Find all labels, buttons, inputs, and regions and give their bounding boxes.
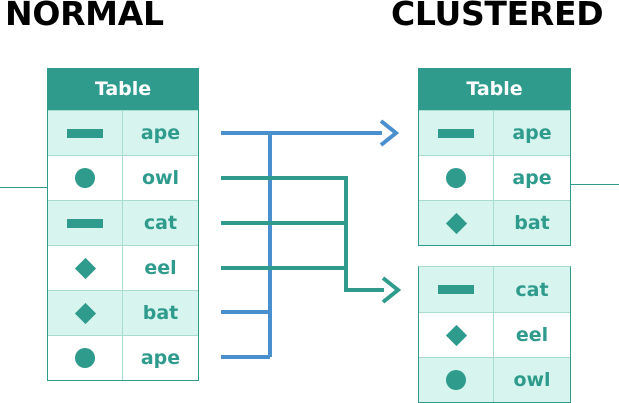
- circle-icon: [48, 156, 123, 200]
- table-row: owl: [48, 155, 198, 200]
- table-row: owl: [419, 357, 570, 402]
- circle-icon: [419, 358, 494, 402]
- bar-icon: [48, 111, 123, 155]
- bar-icon: [419, 111, 494, 155]
- row-label: ape: [140, 122, 181, 144]
- clustered-table-page-1: Table ape ape bat: [418, 68, 571, 246]
- bar-icon: [48, 201, 123, 245]
- row-label: owl: [141, 167, 180, 189]
- clustered-table-page-2: cat eel owl: [418, 266, 571, 403]
- teal-arrow-line: [221, 176, 384, 292]
- bar-icon: [419, 267, 494, 312]
- table-row: cat: [419, 267, 570, 312]
- diamond-icon: [48, 291, 123, 335]
- blue-arrowhead-icon: [379, 119, 400, 147]
- table-row: eel: [48, 245, 198, 290]
- row-label: ape: [512, 122, 552, 144]
- table-row: bat: [48, 290, 198, 335]
- right-connector-line: [571, 184, 619, 185]
- diamond-icon: [48, 246, 123, 290]
- diamond-icon: [419, 201, 494, 245]
- normal-table: Table ape owl cat eel bat ape: [47, 68, 199, 381]
- row-label: eel: [144, 257, 177, 279]
- left-connector-line: [0, 187, 47, 188]
- teal-arrowhead-icon: [381, 276, 402, 304]
- table-row: ape: [419, 110, 570, 155]
- row-label: cat: [515, 278, 549, 301]
- table-row: ape: [419, 155, 570, 200]
- clustered-table-header: Table: [419, 68, 570, 110]
- diamond-icon: [419, 313, 494, 357]
- row-label: bat: [142, 302, 179, 324]
- table-row: ape: [48, 335, 198, 380]
- clustered-heading: CLUSTERED: [391, 0, 604, 33]
- row-label: cat: [143, 212, 178, 234]
- row-label: bat: [514, 212, 550, 234]
- row-label: ape: [140, 347, 181, 369]
- circle-icon: [419, 156, 494, 200]
- row-label: ape: [512, 167, 552, 189]
- table-row: cat: [48, 200, 198, 245]
- table-row: bat: [419, 200, 570, 245]
- row-label: eel: [515, 324, 549, 346]
- normal-table-header: Table: [48, 68, 198, 110]
- circle-icon: [48, 336, 123, 380]
- table-row: eel: [419, 312, 570, 357]
- row-label: owl: [513, 369, 551, 391]
- normal-heading: NORMAL: [5, 0, 164, 33]
- table-row: ape: [48, 110, 198, 155]
